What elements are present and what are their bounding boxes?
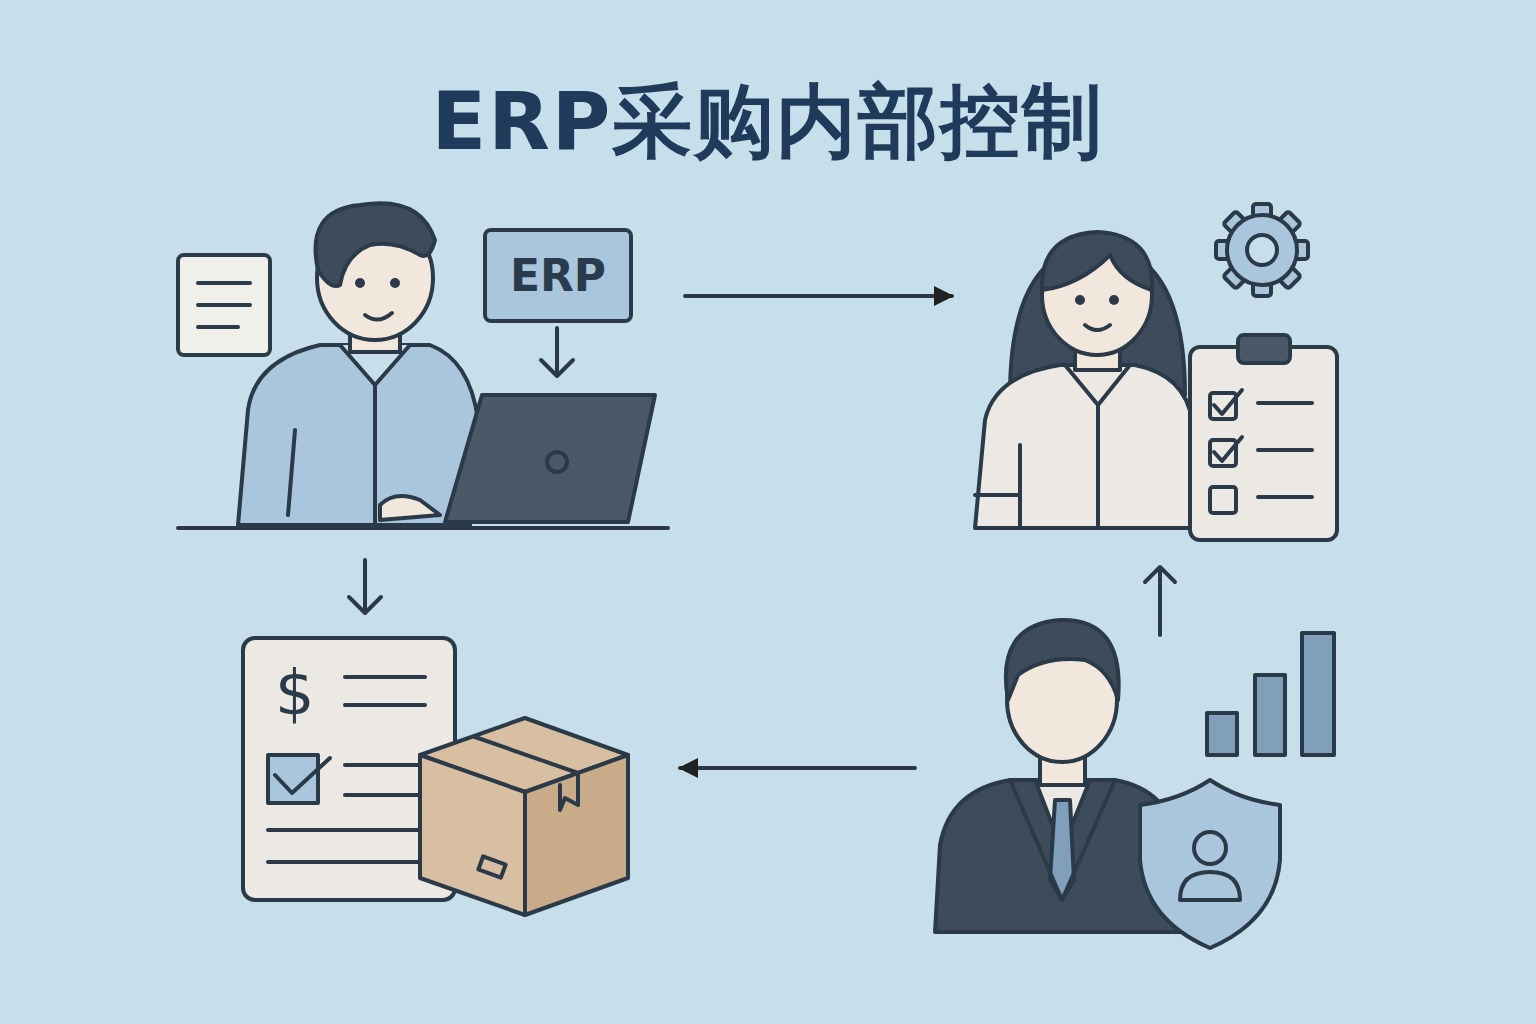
checklist-clipboard [1190,335,1337,540]
left-arrow [680,766,915,770]
gear-icon [1216,204,1308,296]
system-box: ERP [483,228,633,323]
desk-line [178,526,668,530]
reviewer-figure [975,232,1195,528]
diagram-title: ERP采购内部控制 [0,78,1536,166]
purchaser-figure [238,203,478,525]
goods-box [420,718,628,915]
box-label: ERP [510,250,606,301]
bar-chart-icon [1207,633,1334,755]
down-arrow [349,560,381,613]
document-icon [178,255,270,355]
laptop [445,395,655,522]
up-arrow [1145,567,1175,635]
down-arrow [541,328,573,376]
shield-icon [1140,780,1280,948]
right-arrow [685,294,952,298]
currency-symbol: $ [275,662,314,724]
